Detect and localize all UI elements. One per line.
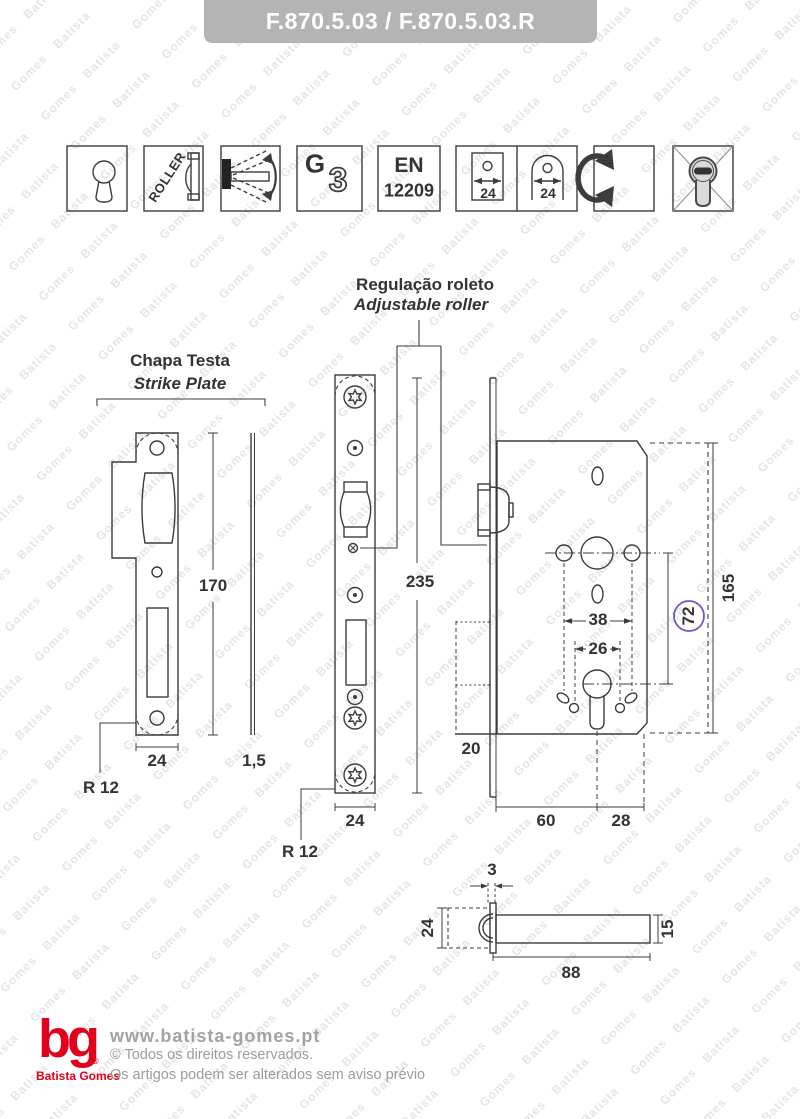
dim-roller-15: 15	[658, 919, 677, 939]
en-standard-bottom: 12209	[383, 180, 435, 201]
dim-face-height: 235	[405, 572, 435, 591]
brand-logo: bg	[38, 1009, 100, 1069]
en-standard-top: EN	[394, 154, 424, 177]
dim-backset-60: 60	[536, 811, 556, 830]
dim-face-width: 24	[345, 811, 365, 830]
dim-case-165: 165	[719, 573, 738, 603]
flat-plate-width-label: 24	[480, 185, 496, 201]
dim-strike-width: 24	[147, 751, 167, 770]
strike-plate-label-en: Strike Plate	[133, 374, 227, 393]
website-link[interactable]: www.batista-gomes.pt	[110, 1026, 321, 1046]
dim-spread-38: 38	[588, 610, 608, 629]
en12209-icon	[377, 145, 441, 212]
reversible-icon	[593, 145, 655, 212]
product-code-title: F.870.5.03 / F.870.5.03.R	[265, 8, 536, 34]
dim-roller-88: 88	[561, 963, 581, 982]
dim-strike-height: 170	[198, 576, 228, 595]
cylinder-not-included-icon	[672, 145, 734, 212]
dim-face-radius: R 12	[282, 842, 318, 861]
dim-extra-28: 28	[611, 811, 631, 830]
leader-lines	[96, 320, 487, 549]
faceplate-drawing	[300, 374, 422, 840]
notice-text: Os artigos podem ser alterados sem aviso…	[110, 1067, 426, 1083]
adjustable-roller-icon	[220, 145, 281, 212]
brand-name: Batista Gomes	[36, 1069, 121, 1083]
dim-strike-radius: R 12	[83, 778, 119, 797]
dim-spread-26: 26	[588, 639, 608, 658]
roller-detail-drawing	[437, 883, 663, 961]
registered-mark: ®	[92, 1056, 99, 1066]
header-bar: F.870.5.03 / F.870.5.03.R	[204, 0, 597, 43]
strike-plate-drawing	[99, 432, 255, 773]
dim-roller-24: 24	[418, 918, 437, 938]
grade-3-icon	[296, 145, 363, 212]
dim-depth-20: 20	[461, 739, 481, 758]
dim-roller-3: 3	[487, 860, 497, 879]
adjustable-roller-label-en: Adjustable roller	[353, 295, 489, 314]
dim-strike-thickness: 1,5	[242, 751, 266, 770]
lock-body-drawing	[455, 377, 718, 812]
roller-icon	[143, 145, 204, 212]
strike-plate-label-pt: Chapa Testa	[130, 351, 230, 370]
dim-distance-72: 72	[679, 606, 698, 626]
rights-text: © Todos os direitos reservados.	[110, 1047, 314, 1063]
adjustable-roller-label-pt: Regulação roleto	[356, 275, 494, 294]
cylinder-icon	[66, 145, 128, 212]
grade-number: 3	[328, 160, 348, 199]
grade-letter: G	[304, 148, 326, 179]
icon-row	[66, 145, 734, 212]
round-plate-width-label: 24	[540, 185, 556, 201]
